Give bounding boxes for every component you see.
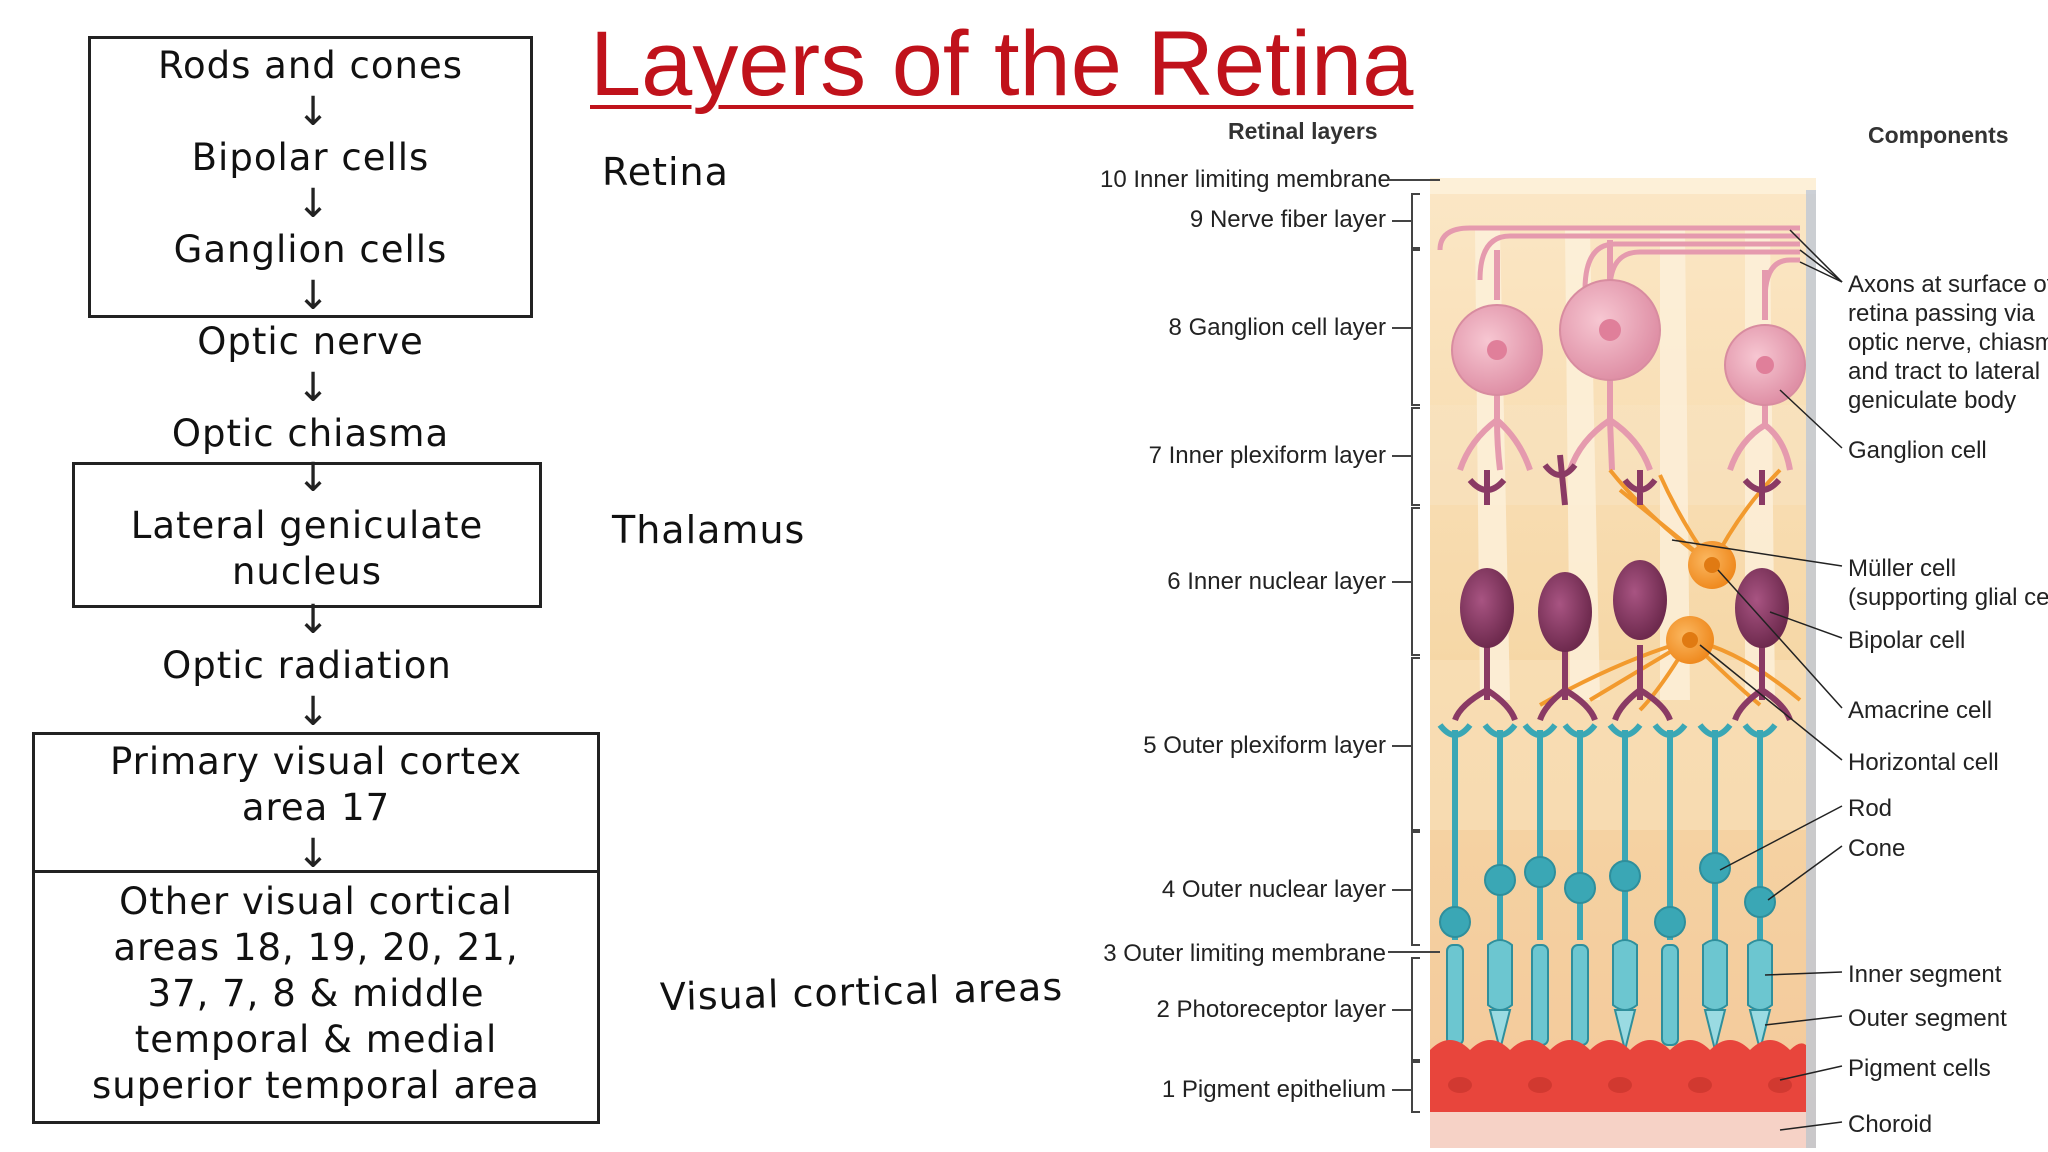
flow-other-line5: superior temporal area (92, 1064, 540, 1107)
components-header: Components (1868, 122, 2009, 148)
flow-lgn-line1: Lateral geniculate (130, 504, 484, 547)
component-horizontal-cell: Horizontal cell (1848, 749, 1999, 776)
flow-v1-line2: area 17 (241, 786, 391, 829)
arrow-down-icon: ↓ (296, 689, 330, 735)
flow-other-line3: 37, 7, 8 & middle (147, 972, 485, 1015)
arrow-down-icon: ↓ (296, 273, 330, 319)
flow-optic-radiation: Optic radiation (162, 644, 452, 687)
component-cone: Cone (1848, 835, 1906, 862)
layer-label-10: 10 Inner limiting membrane (1100, 166, 1391, 193)
layer-label-5: 5 Outer plexiform layer (1143, 732, 1386, 759)
layer-label-7: 7 Inner plexiform layer (1148, 442, 1386, 469)
arrow-down-icon: ↓ (296, 831, 330, 877)
nerve-fiber-axons (1437, 225, 1800, 301)
flow-bipolar-cells: Bipolar cells (191, 136, 430, 179)
component-pigment-cells: Pigment cells (1848, 1055, 1991, 1082)
component-axons: Axons at surface of retina passing via o… (1848, 271, 2048, 414)
flow-lgn-line2: nucleus (231, 550, 382, 593)
region-thalamus: Thalamus (612, 508, 806, 552)
arrow-down-icon: ↓ (296, 597, 330, 643)
cortex-box (32, 732, 600, 1124)
layer-label-6: 6 Inner nuclear layer (1167, 568, 1386, 595)
layer-label-2: 2 Photoreceptor layer (1156, 996, 1386, 1023)
cortex-box-divider (32, 870, 600, 873)
layer-label-8: 8 Ganglion cell layer (1168, 314, 1386, 341)
arrow-down-icon: ↓ (296, 455, 330, 501)
component-choroid: Choroid (1848, 1111, 1933, 1138)
flow-rods-cones: Rods and cones (157, 44, 464, 87)
flow-v1-line1: Primary visual cortex (109, 740, 523, 783)
retinal-layers-header: Retinal layers (1228, 118, 1378, 144)
component-leader-lines (1671, 229, 1843, 1131)
flow-optic-chiasma: Optic chiasma (171, 412, 450, 455)
flow-other-line2: areas 18, 19, 20, 21, (113, 926, 519, 969)
flow-other-line4: temporal & medial (134, 1018, 498, 1061)
component-rod: Rod (1848, 795, 1893, 822)
arrow-down-icon: ↓ (296, 365, 330, 411)
page-title: Layers of the Retina (590, 13, 1414, 115)
photoreceptors (1437, 723, 1778, 1051)
layer-label-3: 3 Outer limiting membrane (1103, 940, 1386, 967)
flow-other-line1: Other visual cortical (119, 880, 513, 923)
layer-brackets (1388, 179, 1440, 1113)
arrow-down-icon: ↓ (296, 181, 330, 227)
layer-label-1: 1 Pigment epithelium (1161, 1076, 1386, 1103)
flow-ganglion-cells: Ganglion cells (173, 228, 448, 271)
component-bipolar-cell: Bipolar cell (1848, 627, 1966, 654)
flow-optic-nerve: Optic nerve (197, 320, 424, 363)
component-outer-segment: Outer segment (1848, 1005, 2007, 1032)
arrow-down-icon: ↓ (296, 89, 330, 135)
ganglion-cells (1451, 240, 1806, 472)
retina-cells-box (88, 36, 533, 318)
layer-label-9: 9 Nerve fiber layer (1189, 206, 1386, 233)
pigment-epithelium (1430, 1040, 1806, 1112)
component-ganglion-cell: Ganglion cell (1848, 437, 1987, 464)
component-inner-segment: Inner segment (1848, 961, 2002, 988)
region-retina: Retina (602, 150, 729, 194)
component-muller-cell: Müller cell (supporting glial cell) (1848, 555, 2048, 611)
component-amacrine-cell: Amacrine cell (1848, 697, 1993, 724)
lgn-box (72, 462, 542, 608)
layer-label-4: 4 Outer nuclear layer (1161, 876, 1386, 903)
